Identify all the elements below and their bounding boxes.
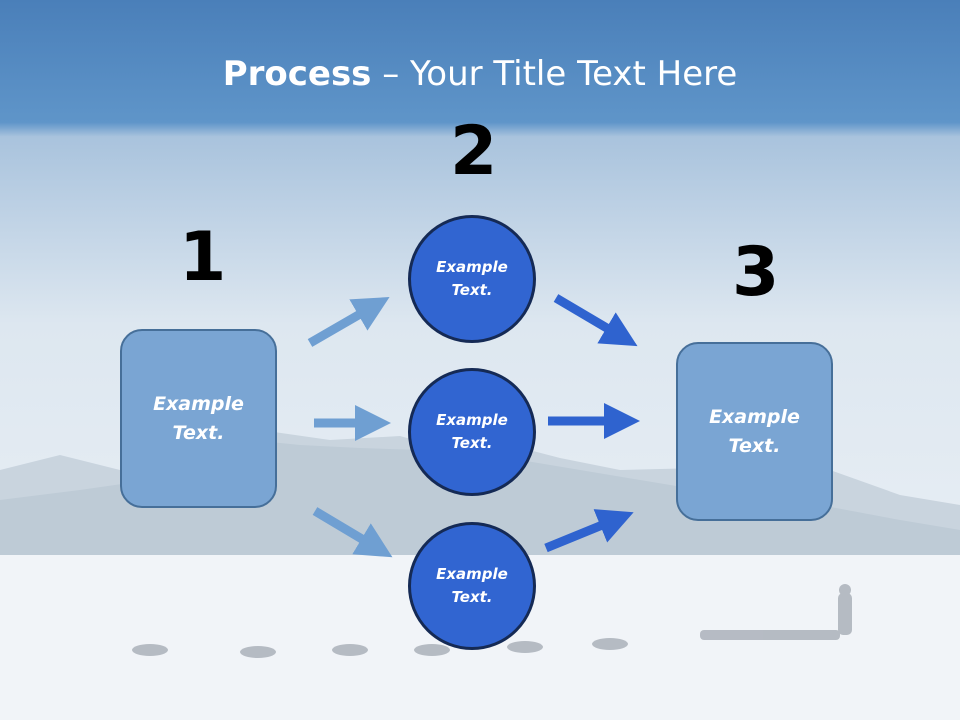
step-2-text-top: Example Text.	[436, 258, 508, 299]
step-number-2: 2	[450, 112, 498, 191]
step-number-3: 3	[732, 233, 780, 312]
slide-title: Process – Your Title Text Here	[0, 52, 960, 96]
title-bold: Process	[222, 54, 372, 94]
step-2-text-bottom: Example Text.	[436, 565, 508, 606]
step-3-text: Example Text.	[709, 405, 800, 457]
step-1-box: Example Text.	[120, 329, 277, 508]
title-rest: – Your Title Text Here	[371, 54, 738, 94]
arrow-1-to-bottom	[312, 507, 393, 558]
dog-sled-silhouettes	[132, 584, 852, 658]
step-2-text-middle: Example Text.	[436, 411, 508, 452]
step-2-circle-bottom: Example Text.	[408, 522, 536, 650]
step-2-circle-middle: Example Text.	[408, 368, 536, 496]
step-2-circle-top: Example Text.	[408, 215, 536, 343]
step-number-1: 1	[179, 218, 227, 297]
arrow-bottom-to-3	[544, 509, 634, 553]
step-1-text: Example Text.	[153, 392, 244, 444]
arrow-top-to-3	[553, 294, 638, 347]
arrow-1-to-top	[307, 296, 390, 347]
step-3-box: Example Text.	[676, 342, 833, 521]
